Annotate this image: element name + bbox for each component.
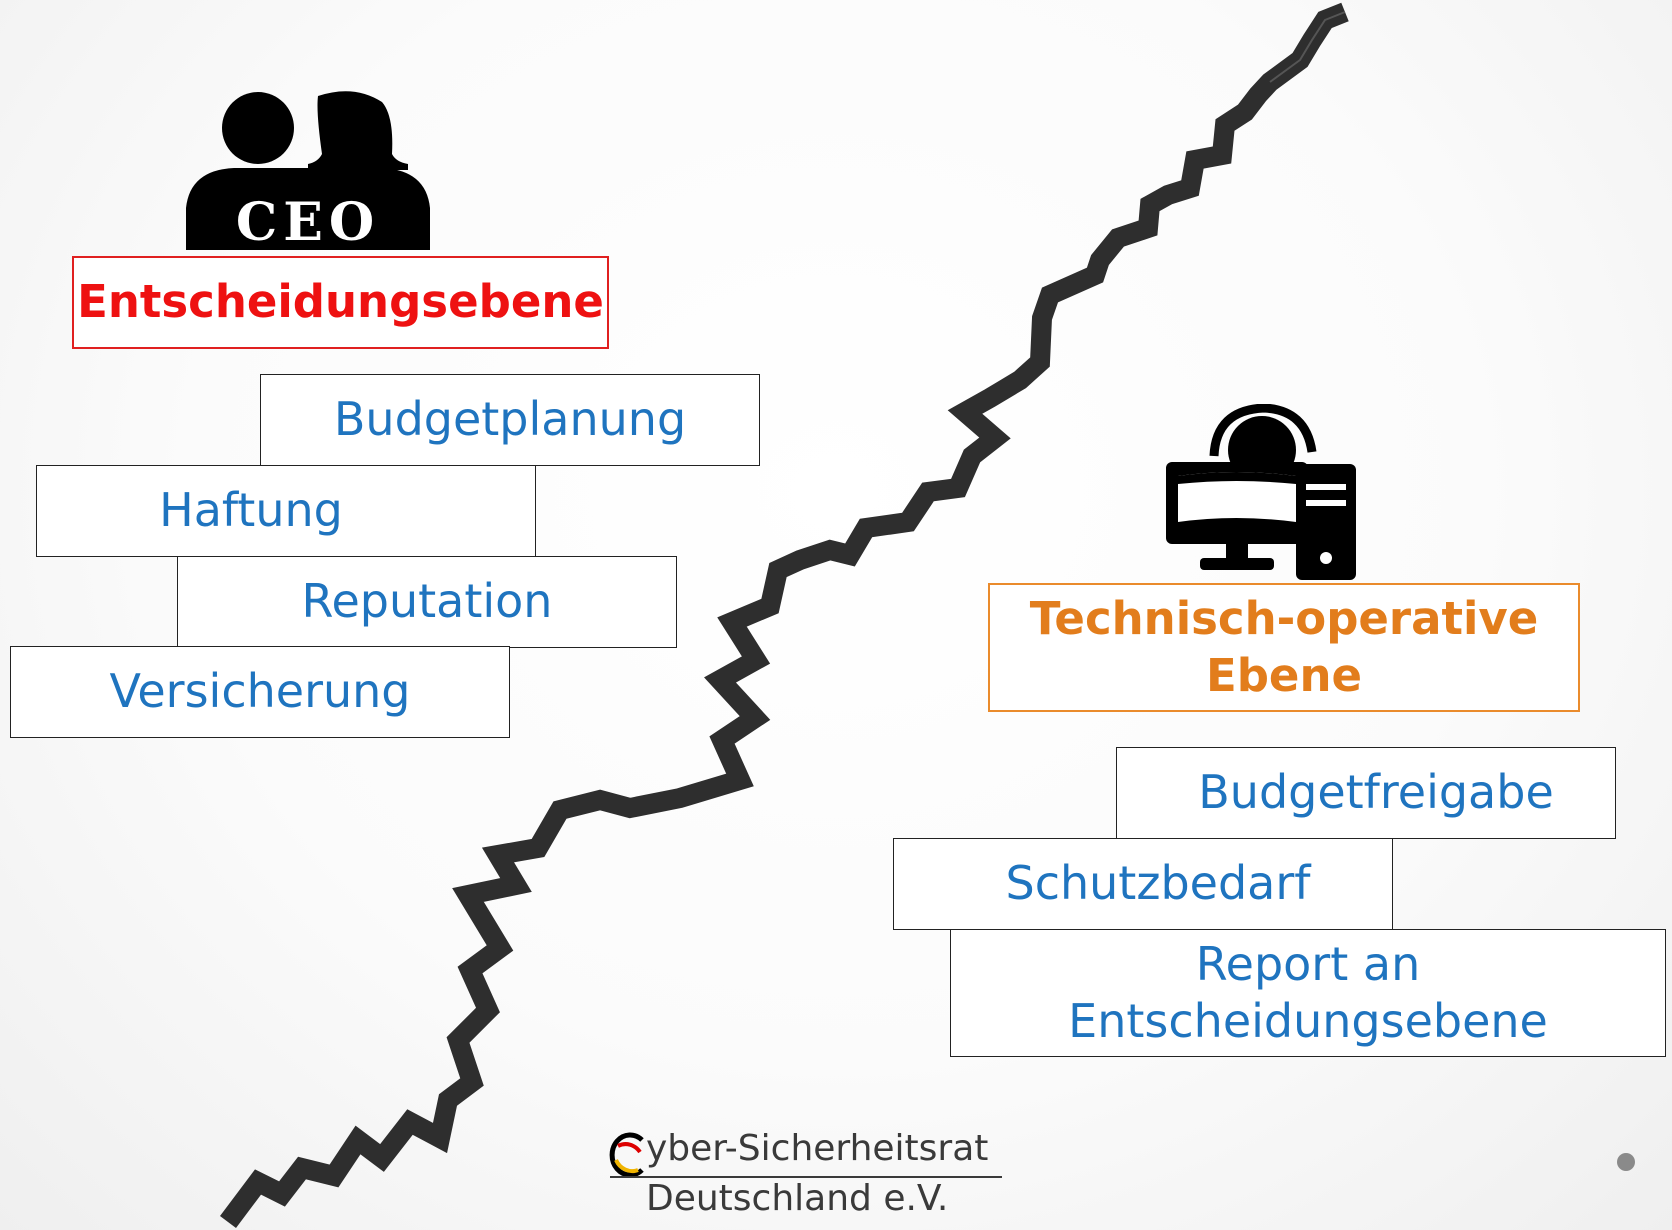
technical-level-title: Technisch-operative Ebene <box>988 583 1580 712</box>
item-budgetfreigabe-text: Budgetfreigabe <box>1198 765 1554 820</box>
item-haftung: Haftung <box>36 465 536 557</box>
item-reputation-text: Reputation <box>301 574 553 629</box>
page-indicator-dot <box>1617 1153 1635 1171</box>
item-budgetplanung: Budgetplanung <box>260 374 760 466</box>
decision-level-title: Entscheidungsebene <box>72 256 609 349</box>
item-budgetfreigabe: Budgetfreigabe <box>1116 747 1616 839</box>
item-reputation: Reputation <box>177 556 677 648</box>
footer-logo-rule <box>610 1176 1002 1178</box>
footer-logo: yber-Sicherheitsrat Deutschland e.V. <box>608 1128 1008 1228</box>
item-haftung-text: Haftung <box>159 483 343 538</box>
decision-level-title-text: Entscheidungsebene <box>77 275 604 329</box>
technical-level-title-line1: Technisch-operative <box>1029 592 1539 646</box>
item-report: Report an Entscheidungsebene <box>950 929 1666 1057</box>
item-versicherung: Versicherung <box>10 646 510 738</box>
item-schutzbedarf: Schutzbedarf <box>893 838 1393 930</box>
item-report-line2: Entscheidungsebene <box>1068 994 1548 1048</box>
german-flag-c-icon <box>609 1132 644 1178</box>
it-technician-computer-icon <box>1166 404 1356 580</box>
item-schutzbedarf-text: Schutzbedarf <box>1005 856 1311 911</box>
technical-level-title-line2: Ebene <box>1205 648 1363 702</box>
ceo-couple-icon: CEO <box>186 91 430 250</box>
item-budgetplanung-text: Budgetplanung <box>333 392 687 447</box>
item-versicherung-text: Versicherung <box>109 664 411 719</box>
ceo-icon-label: CEO <box>236 192 380 250</box>
item-report-line1: Report an <box>1195 936 1421 991</box>
footer-logo-line2: Deutschland e.V. <box>646 1178 949 1219</box>
footer-logo-line1: yber-Sicherheitsrat <box>646 1128 989 1169</box>
